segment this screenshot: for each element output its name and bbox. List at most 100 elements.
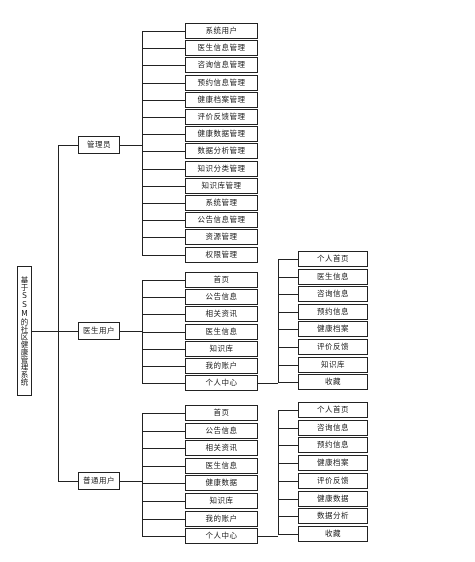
user-center-bus (278, 410, 279, 535)
doctor-module: 个人中心 (185, 375, 258, 391)
user-item-branch (142, 501, 185, 502)
user-module: 健康数据 (185, 475, 258, 491)
user-module: 我的账户 (185, 511, 258, 527)
user-center-module: 评价反馈 (298, 473, 368, 489)
doctor-item-branch (142, 280, 185, 281)
doctor-center-branch (278, 312, 298, 313)
admin-item-branch (142, 169, 185, 170)
user-center-branch (278, 481, 298, 482)
role-node-user: 普通用户 (78, 472, 120, 490)
user-module: 医生信息 (185, 458, 258, 474)
doctor-center-branch (278, 329, 298, 330)
admin-item-branch (142, 220, 185, 221)
doctor-center-module: 收藏 (298, 374, 368, 390)
user-center-branch (278, 428, 298, 429)
admin-item-branch (142, 31, 185, 32)
user-center-module: 咨询信息 (298, 420, 368, 436)
user-module: 首页 (185, 405, 258, 421)
admin-module: 公告信息管理 (185, 212, 258, 228)
doctor-center-branch (278, 277, 298, 278)
doctor-center-module: 评价反馈 (298, 339, 368, 355)
doctor-item-branch (142, 349, 185, 350)
user-module: 相关资讯 (185, 440, 258, 456)
doctor-item-branch (142, 314, 185, 315)
admin-module: 健康数据管理 (185, 126, 258, 142)
admin-module: 预约信息管理 (185, 75, 258, 91)
user-bus (142, 413, 143, 537)
doctor-center-branch (278, 259, 298, 260)
admin-item-branch (142, 186, 185, 187)
root-trunk (58, 145, 59, 482)
user-center-branch (278, 516, 298, 517)
admin-module: 医生信息管理 (185, 40, 258, 56)
doctor-item-branch (142, 383, 185, 384)
doctor-module: 知识库 (185, 341, 258, 357)
user-center-branch (278, 410, 298, 411)
doctor-item-branch (142, 297, 185, 298)
admin-module: 资源管理 (185, 229, 258, 245)
admin-item-branch (142, 65, 185, 66)
admin-module: 系统用户 (185, 23, 258, 39)
user-module: 公告信息 (185, 423, 258, 439)
root-node: 基于SSM的社区健康管理系统 (17, 266, 32, 396)
doctor-center-module: 健康档案 (298, 321, 368, 337)
user-center-module: 健康档案 (298, 455, 368, 471)
doctor-module: 我的账户 (185, 358, 258, 374)
admin-item-branch (142, 203, 185, 204)
admin-bus (142, 31, 143, 256)
doctor-item-branch (142, 332, 185, 333)
role-node-admin: 管理员 (78, 136, 120, 154)
admin-module: 数据分析管理 (185, 143, 258, 159)
doctor-center-module: 医生信息 (298, 269, 368, 285)
user-item-branch (142, 448, 185, 449)
admin-module: 知识库管理 (185, 178, 258, 194)
admin-module: 系统管理 (185, 195, 258, 211)
role-node-doctor: 医生用户 (78, 322, 120, 340)
user-item-branch (142, 536, 185, 537)
admin-item-branch (142, 151, 185, 152)
admin-item-branch (142, 48, 185, 49)
admin-module: 评价反馈管理 (185, 109, 258, 125)
user-center-module: 个人首页 (298, 402, 368, 418)
doctor-center-module: 咨询信息 (298, 286, 368, 302)
user-item-branch (142, 413, 185, 414)
doctor-item-branch (142, 366, 185, 367)
admin-module: 健康档案管理 (185, 92, 258, 108)
user-center-branch (278, 463, 298, 464)
doctor-module: 相关资讯 (185, 306, 258, 322)
root-connector (32, 331, 58, 332)
admin-item-branch (142, 134, 185, 135)
user-module: 知识库 (185, 493, 258, 509)
role-branch-doctor (58, 331, 78, 332)
doctor-center-connector (258, 383, 278, 384)
doctor-center-module: 个人首页 (298, 251, 368, 267)
user-center-branch (278, 534, 298, 535)
admin-module: 咨询信息管理 (185, 57, 258, 73)
admin-item-branch (142, 83, 185, 84)
user-center-branch (278, 499, 298, 500)
doctor-center-branch (278, 382, 298, 383)
admin-item-branch (142, 117, 185, 118)
user-module: 个人中心 (185, 528, 258, 544)
user-center-module: 预约信息 (298, 437, 368, 453)
user-center-module: 数据分析 (298, 508, 368, 524)
admin-module: 权限管理 (185, 247, 258, 263)
user-center-module: 收藏 (298, 526, 368, 542)
doctor-module: 医生信息 (185, 324, 258, 340)
doctor-center-branch (278, 365, 298, 366)
user-item-branch (142, 466, 185, 467)
doctor-center-module: 知识库 (298, 357, 368, 373)
doctor-center-branch (278, 347, 298, 348)
user-center-connector (258, 536, 278, 537)
doctor-center-bus (278, 259, 279, 383)
role-branch-admin (58, 145, 78, 146)
doctor-center-module: 预约信息 (298, 304, 368, 320)
admin-module: 知识分类管理 (185, 161, 258, 177)
doctor-connector (120, 331, 142, 332)
admin-item-branch (142, 255, 185, 256)
user-item-branch (142, 483, 185, 484)
admin-connector (120, 145, 142, 146)
user-center-module: 健康数据 (298, 491, 368, 507)
doctor-center-branch (278, 294, 298, 295)
